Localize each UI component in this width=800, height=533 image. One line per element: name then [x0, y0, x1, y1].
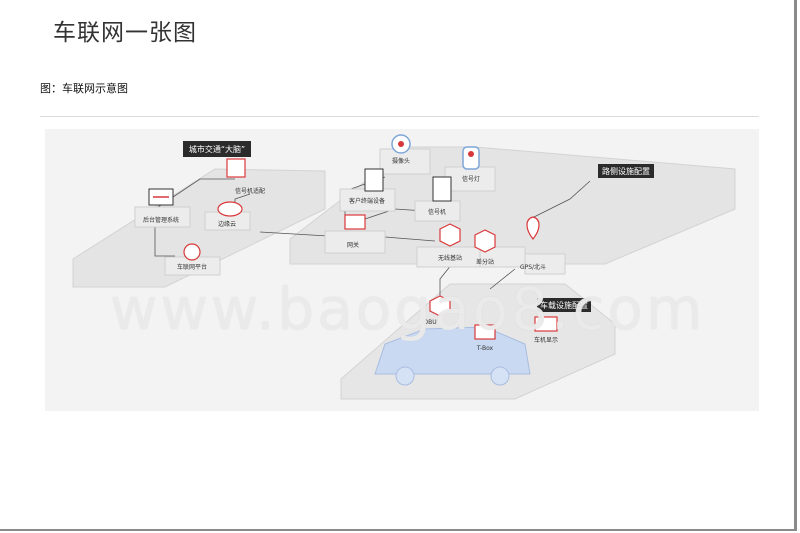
node-label-obu: OBU: [423, 319, 436, 326]
camera-icon: [391, 134, 411, 154]
signal-adapter-icon: [226, 158, 246, 178]
zone-tag-roadside: 路侧设施配置: [598, 164, 654, 178]
gps-pin-icon: [526, 216, 540, 240]
node-label-signal-machine: 信号机: [428, 208, 446, 216]
tbox-icon: [474, 324, 496, 340]
obu-icon: [429, 295, 451, 317]
car-wheel-front: [395, 366, 415, 386]
diagram-canvas: 城市交通“大脑” 路侧设施配置 车载设施配置 后台管理系统 信号机适配 边缘云 …: [72, 134, 736, 400]
watermark-text: www.baogao8.com: [110, 275, 706, 343]
divider: [40, 116, 759, 117]
node-label-backend: 后台管理系统: [143, 216, 179, 224]
gateway-icon: [344, 214, 366, 230]
node-label-gps: GPS/北斗: [520, 263, 546, 271]
platform-icon: [183, 243, 201, 261]
node-label-display: 车机显示: [534, 336, 558, 344]
figure-caption: 图：车联网示意图: [40, 82, 128, 95]
car-wheel-rear: [490, 366, 510, 386]
iov-diagram: 城市交通“大脑” 路侧设施配置 车载设施配置 后台管理系统 信号机适配 边缘云 …: [45, 129, 759, 411]
cloud-icon: [217, 201, 243, 217]
zone-label-roadside: 路侧设施配置: [602, 166, 650, 176]
node-label-client-device: 客户终端设备: [349, 197, 385, 205]
display-icon: [534, 316, 558, 332]
monitor-icon: [148, 188, 174, 206]
base-station-icon: [439, 223, 461, 247]
zone-label-vehicle: 车载设施配置: [540, 300, 588, 310]
page-title: 车联网一张图: [53, 20, 197, 46]
signal-machine-icon: [432, 176, 452, 202]
node-label-split-station: 差分站: [476, 258, 494, 266]
city-brain-platform: [72, 168, 326, 288]
split-station-icon: [474, 229, 496, 253]
node-plinths: [134, 148, 566, 276]
signal-light-icon: [462, 146, 480, 170]
node-label-signal-light: 信号灯: [462, 175, 480, 183]
node-label-signal-adapter: 信号机适配: [235, 187, 265, 195]
zone-tag-city-brain: 城市交通“大脑”: [183, 141, 251, 157]
client-device-icon: [364, 168, 384, 192]
node-label-gateway: 网关: [347, 241, 359, 249]
node-label-base-station: 无线基站: [438, 254, 462, 262]
zone-tag-vehicle: 车载设施配置: [537, 298, 591, 312]
node-label-tbox: T-Box: [476, 345, 494, 352]
zone-label-city-brain: 城市交通“大脑”: [189, 144, 245, 154]
node-label-edge-cloud: 边缘云: [218, 220, 236, 228]
node-label-iov-platform: 车联网平台: [177, 263, 207, 271]
node-label-camera: 摄像头: [392, 157, 410, 165]
